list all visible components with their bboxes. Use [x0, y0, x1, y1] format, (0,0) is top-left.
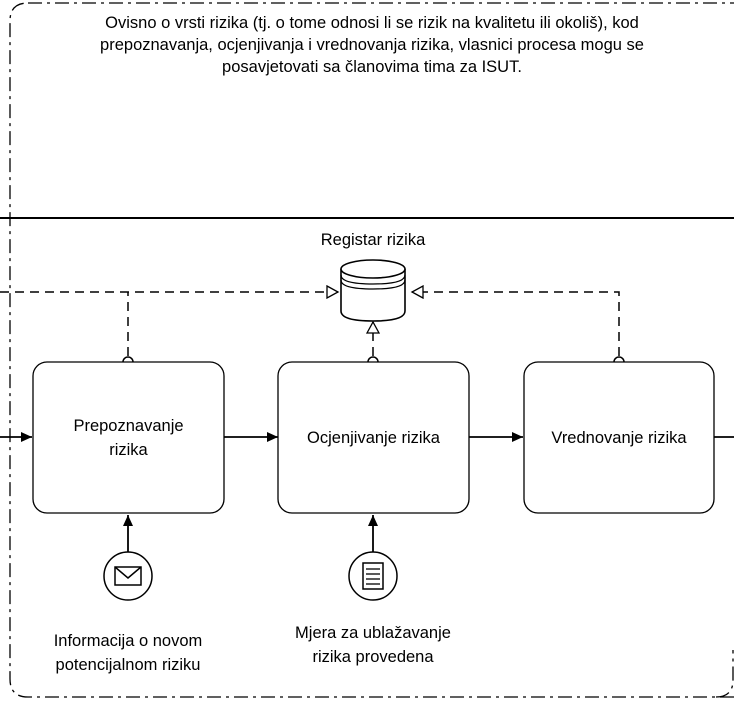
conditional-event-label: Mjera za ublažavanje rizika provedena	[263, 621, 483, 669]
task-ocjenjivanje-rizika[interactable]	[277, 361, 470, 514]
annotation-text: Ovisno o vrsti rizika (tj. o tome odnosi…	[20, 12, 724, 78]
event-label-line: Mjera za ublažavanje	[295, 624, 451, 642]
annotation-line: prepoznavanja, ocjenjivanja i vrednovanj…	[100, 36, 644, 54]
data-store-label: Registar rizika	[320, 231, 426, 249]
task-prepoznavanje-rizika[interactable]	[32, 361, 225, 514]
event-label-line: rizika provedena	[312, 648, 434, 666]
conditional-event[interactable]	[348, 551, 398, 601]
task-label-line: Vrednovanje rizika	[551, 428, 687, 447]
task-label: Ocjenjivanje rizika	[278, 362, 469, 513]
group-boundary-right-corner	[715, 650, 734, 698]
task-vrednovanje-rizika[interactable]	[523, 361, 715, 514]
message-event-label: Informacija o novom potencijalnom riziku	[18, 629, 238, 677]
task-label-line: Ocjenjivanje rizika	[307, 428, 440, 447]
envelope-icon	[114, 566, 142, 586]
event-label-line: Informacija o novom	[53, 632, 203, 650]
data-association-vrednovanje	[412, 292, 620, 356]
message-event[interactable]	[103, 551, 153, 601]
document-list-icon	[362, 562, 384, 590]
task-label-line: Prepoznavanje	[73, 416, 184, 435]
task-label: Prepoznavanje rizika	[33, 362, 224, 513]
database-icon[interactable]	[340, 259, 406, 322]
group-boundary	[9, 2, 734, 698]
task-label: Vrednovanje rizika	[524, 362, 714, 513]
event-label-line: potencijalnom riziku	[55, 656, 201, 674]
annotation-line: posavjetovati sa članovima tima za ISUT.	[222, 58, 522, 76]
task-label-line: rizika	[109, 440, 148, 459]
annotation-line: Ovisno o vrsti rizika (tj. o tome odnosi…	[105, 14, 639, 32]
